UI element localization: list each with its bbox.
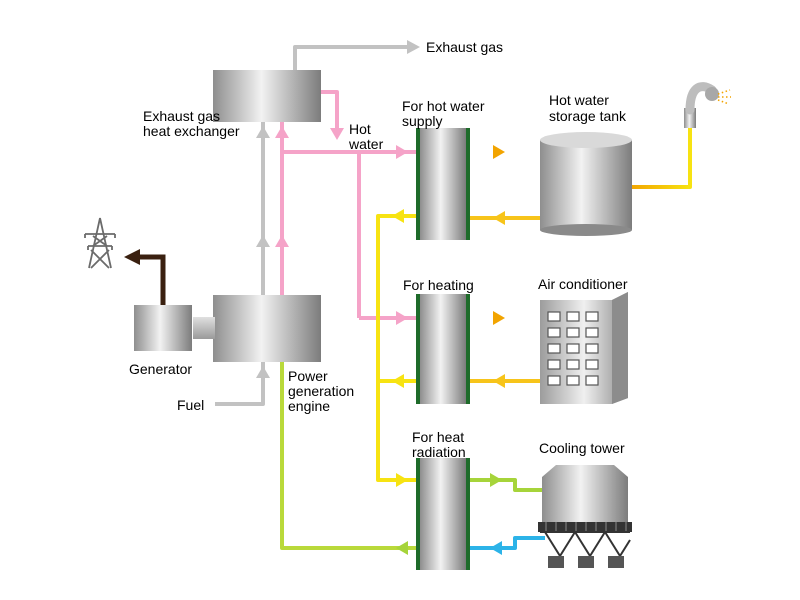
fuel-up-arrow <box>256 366 270 378</box>
label-hot-water-line1: Hot <box>349 121 371 137</box>
label-hot-water-supply-line1: For hot water <box>402 98 485 114</box>
return-supply-arrow <box>392 209 404 223</box>
hot-water-pipes <box>280 90 420 320</box>
engine-cooling-pipe <box>280 362 420 550</box>
generator <box>134 305 192 351</box>
cooling-out-arrow <box>490 473 502 487</box>
generator-shaft <box>193 317 215 339</box>
label-generator: Generator <box>129 361 192 377</box>
label-air-conditioner: Air conditioner <box>538 276 628 292</box>
exchanger-plate <box>416 458 420 570</box>
label-exhaust-gas: Exhaust gas <box>426 39 503 55</box>
hot-water-down-arrow <box>330 128 344 140</box>
engine-up-arrow-top <box>275 126 289 138</box>
tank-to-shower-pipe <box>630 125 692 189</box>
label-engine-line2: generation <box>288 383 354 399</box>
hx-heat-radiation <box>416 458 470 570</box>
transmission-tower-icon <box>84 217 116 269</box>
label-exhaust-hx-line2: heat exchanger <box>143 123 240 139</box>
hot-water-heating-arrow <box>396 311 408 325</box>
hx-hot-water-supply <box>416 128 470 240</box>
heating-loop-arrow <box>493 311 505 325</box>
label-hot-water-line2: water <box>348 136 384 152</box>
label-storage-tank-line1: Hot water <box>549 92 609 108</box>
label-cooling-tower: Cooling tower <box>539 440 625 456</box>
radiation-in-arrow <box>396 473 408 487</box>
supply-loop-arrow <box>493 145 505 159</box>
hot-water-supply-arrow <box>396 145 408 159</box>
shower-head-icon <box>684 82 731 128</box>
label-exhaust-hx-line1: Exhaust gas <box>143 108 220 124</box>
label-storage-tank-line2: storage tank <box>549 108 627 124</box>
label-engine-line3: engine <box>288 398 330 414</box>
power-generation-engine <box>213 295 321 362</box>
exchanger-plate <box>416 294 420 404</box>
hot-water-from-hx-pipe <box>320 90 339 130</box>
building-windows <box>547 311 599 386</box>
label-engine-line1: Power <box>288 368 328 384</box>
engine-up-arrow-mid <box>275 235 289 247</box>
cooling-return-arrow <box>490 541 502 555</box>
cooling-loop-blue <box>453 536 545 550</box>
fuel-pipe <box>215 362 265 406</box>
exhaust-up-arrow-mid <box>256 235 270 247</box>
exhaust-up-arrow-top <box>256 126 270 138</box>
power-output-arrow <box>124 249 140 265</box>
hot-water-main-pipe <box>282 150 361 318</box>
exhaust-outlet-pipe <box>293 45 410 70</box>
exchanger-plate <box>466 458 470 570</box>
exchanger-plate <box>466 294 470 404</box>
power-output-line <box>136 254 166 305</box>
label-fuel: Fuel <box>177 397 204 413</box>
return-heating-arrow <box>392 374 404 388</box>
exchanger-plate <box>466 128 470 240</box>
label-hot-water-supply-line2: supply <box>402 113 442 129</box>
label-for-heating: For heating <box>403 277 474 293</box>
supply-return-arrow <box>493 211 505 225</box>
hx-heating <box>416 294 470 404</box>
label-heat-radiation-line1: For heat <box>412 429 464 445</box>
label-heat-radiation-line2: radiation <box>412 444 466 460</box>
engine-cooling-arrow <box>396 541 408 555</box>
exhaust-heat-exchanger <box>213 70 321 122</box>
air-conditioner-building <box>540 292 628 404</box>
heating-return-arrow <box>493 374 505 388</box>
exchanger-plate <box>416 128 420 240</box>
hot-water-storage-tank <box>540 132 632 236</box>
cooling-loop-top <box>466 478 545 492</box>
exhaust-outlet-arrow <box>407 40 420 54</box>
cooling-tower <box>538 465 632 568</box>
